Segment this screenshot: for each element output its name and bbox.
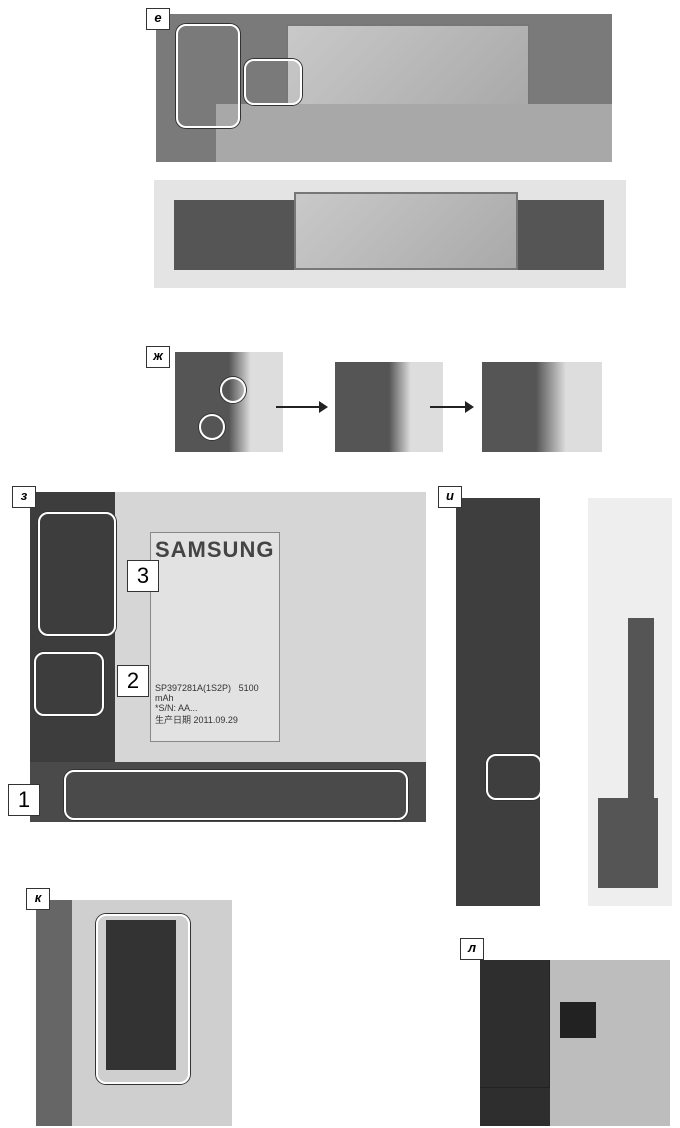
panel-label-zh: ж	[146, 346, 170, 368]
battery-capacity: 5100 mAh	[155, 683, 259, 703]
battery-model-text: SP397281A(1S2P)	[155, 683, 232, 693]
camera-module	[106, 920, 176, 1070]
photo-zh-1	[175, 352, 283, 452]
callout-1: 1	[8, 784, 40, 816]
flex-board	[598, 798, 658, 888]
highlight-3	[38, 512, 116, 636]
photo-z: SAMSUNG SP397281A(1S2P) 5100 mAh *S/N: A…	[30, 492, 426, 822]
highlight-camera	[96, 914, 190, 1084]
battery-label: SAMSUNG SP397281A(1S2P) 5100 mAh *S/N: A…	[150, 532, 280, 742]
arrow-right	[276, 401, 328, 413]
metal-shield	[294, 192, 518, 270]
photo-i-right	[588, 498, 672, 906]
highlight-screw	[199, 414, 225, 440]
highlight-box	[480, 960, 550, 1088]
frame	[216, 104, 612, 162]
highlight-connector	[176, 24, 240, 128]
battery-date: 生产日期 2011.09.29	[155, 713, 275, 726]
battery-date-label: 生产日期	[155, 715, 192, 725]
callout-3: 3	[127, 560, 159, 592]
metal-shield	[286, 24, 530, 106]
photo-i-left	[456, 498, 540, 906]
photo-l	[480, 960, 670, 1126]
photo-zh-3	[482, 362, 602, 452]
side-board	[30, 492, 115, 792]
highlight-chip	[244, 59, 302, 105]
photo-k	[36, 900, 232, 1126]
battery-model: SP397281A(1S2P) 5100 mAh	[155, 683, 275, 703]
arrow-right	[430, 401, 474, 413]
highlight-chip	[486, 754, 540, 800]
highlight-screw	[220, 377, 246, 403]
highlight-1	[64, 770, 408, 820]
panel-label-k: к	[26, 888, 50, 910]
battery-date-value: 2011.09.29	[193, 715, 238, 725]
panel-label-z: з	[12, 486, 36, 508]
callout-2: 2	[117, 665, 149, 697]
battery-brand: SAMSUNG	[155, 537, 275, 562]
flex-board	[628, 618, 654, 808]
panel-label-l: л	[460, 938, 484, 960]
battery-serial: *S/N: AA...	[155, 703, 198, 713]
highlight-2	[34, 652, 104, 716]
chip	[560, 1002, 596, 1038]
panel-label-i: и	[438, 486, 462, 508]
frame-edge	[36, 900, 72, 1126]
panel-label-e: е	[146, 8, 170, 30]
photo-zh-2	[335, 362, 443, 452]
photo-e-top	[156, 14, 612, 162]
bottom-board	[30, 762, 426, 822]
frame-corner	[480, 960, 550, 1126]
photo-e-bottom	[154, 180, 626, 288]
